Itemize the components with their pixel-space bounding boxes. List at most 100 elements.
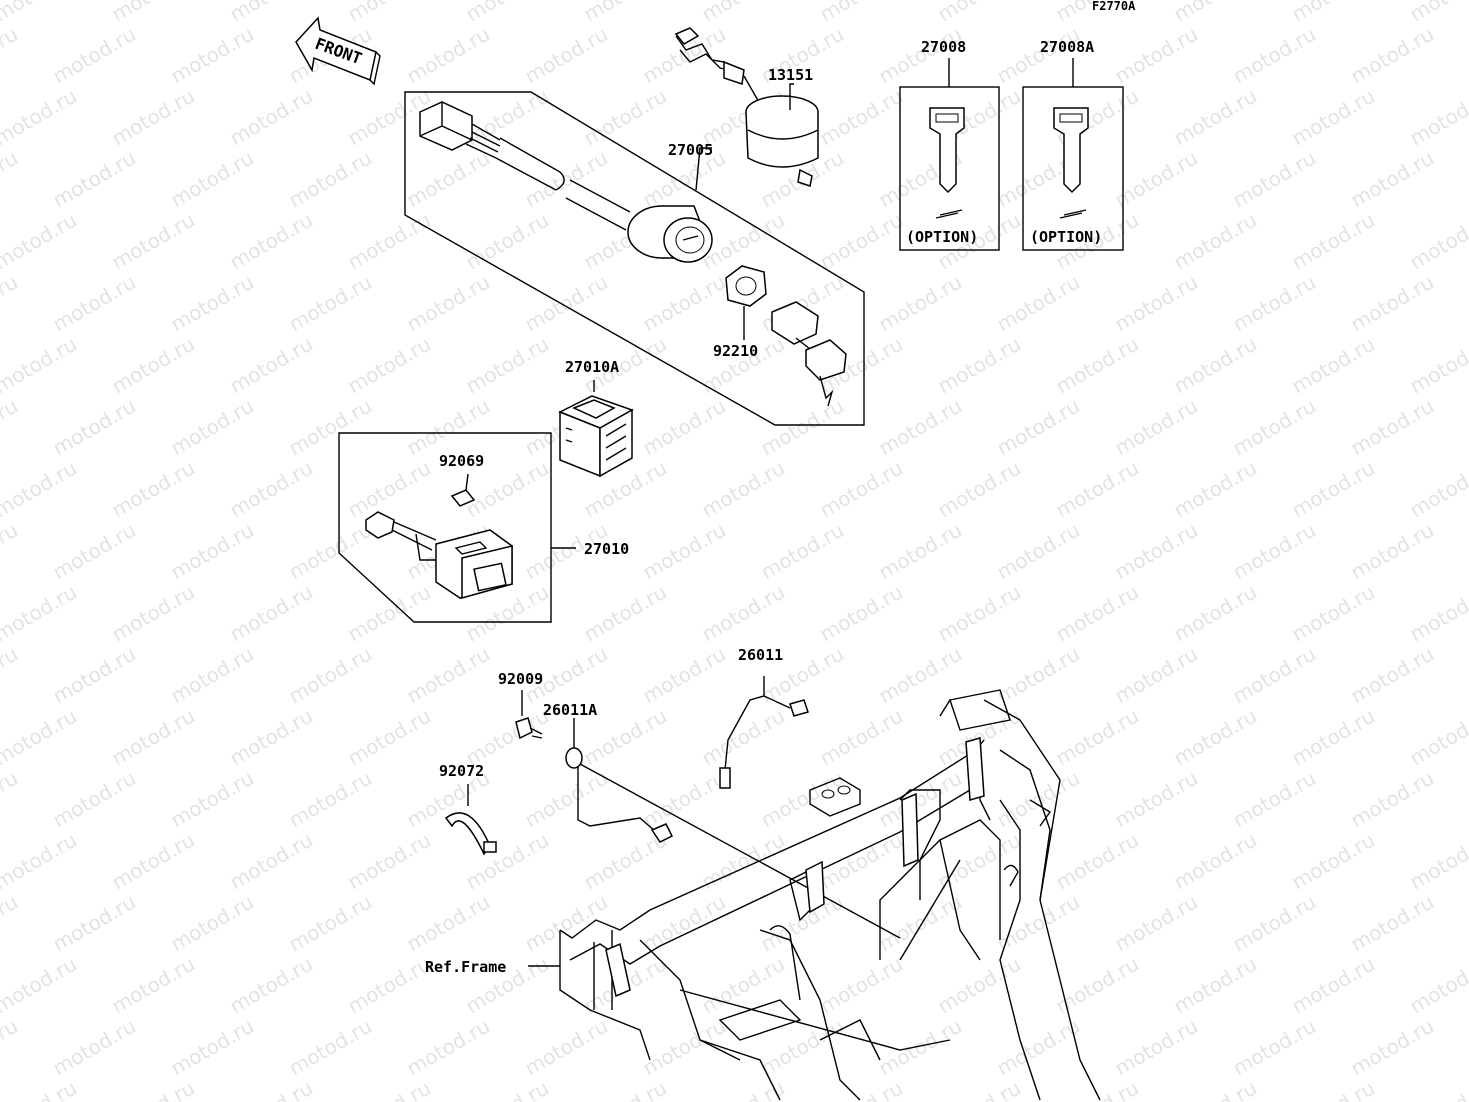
watermark-text: motod.ru: [1170, 580, 1261, 647]
watermark-text: motod.ru: [1406, 828, 1469, 895]
watermark-text: motod.ru: [816, 208, 907, 275]
watermark-text: motod.ru: [1229, 1014, 1320, 1081]
watermark-text: motod.ru: [993, 394, 1084, 461]
watermark-text: motod.ru: [1111, 1014, 1202, 1081]
watermark-text: motod.ru: [167, 518, 258, 585]
watermark-text: motod.ru: [1288, 0, 1379, 26]
watermark-text: motod.ru: [344, 580, 435, 647]
frame-assembly: [444, 676, 1101, 1101]
part-label-13151: 13151: [768, 66, 813, 84]
watermark-text: motod.ru: [403, 1014, 494, 1081]
watermark-text: motod.ru: [1170, 828, 1261, 895]
watermark-text: motod.ru: [639, 1014, 730, 1081]
watermark-text: motod.ru: [816, 580, 907, 647]
watermark-text: motod.ru: [1052, 456, 1143, 523]
watermark-text: motod.ru: [993, 518, 1084, 585]
watermark-text: motod.ru: [0, 394, 22, 461]
watermark-text: motod.ru: [875, 394, 966, 461]
watermark-text: motod.ru: [816, 952, 907, 1019]
watermark-text: motod.ru: [816, 0, 907, 26]
watermark-text: motod.ru: [344, 456, 435, 523]
watermark-text: motod.ru: [757, 890, 848, 957]
watermark-text: motod.ru: [875, 766, 966, 833]
watermark-text: motod.ru: [521, 1014, 612, 1081]
watermark-text: motod.ru: [580, 84, 671, 151]
watermark-text: motod.ru: [1347, 270, 1438, 337]
watermark-text: motod.ru: [49, 1014, 140, 1081]
watermark-text: motod.ru: [226, 828, 317, 895]
watermark-text: motod.ru: [0, 456, 81, 523]
watermark-text: motod.ru: [1111, 394, 1202, 461]
watermark-text: motod.ru: [1406, 456, 1469, 523]
watermark-text: motod.ru: [0, 208, 81, 275]
watermark-text: motod.ru: [285, 1014, 376, 1081]
watermark-text: motod.ru: [285, 642, 376, 709]
watermark-text: motod.ru: [1288, 332, 1379, 399]
watermark-text: motod.ru: [285, 146, 376, 213]
watermark-text: motod.ru: [167, 22, 258, 89]
watermark-text: motod.ru: [934, 952, 1025, 1019]
watermark-text: motod.ru: [1347, 766, 1438, 833]
switch-group-27010: [338, 432, 576, 623]
watermark-text: motod.ru: [108, 952, 199, 1019]
option-label-27008: (OPTION): [906, 228, 978, 246]
watermark-text: motod.ru: [1465, 22, 1469, 89]
watermark-text: motod.ru: [934, 332, 1025, 399]
watermark-text: motod.ru: [0, 84, 81, 151]
watermark-text: motod.ru: [226, 1076, 317, 1102]
watermark-text: motod.ru: [1465, 146, 1469, 213]
watermark-text: motod.ru: [1229, 394, 1320, 461]
watermark-text: motod.ru: [226, 0, 317, 26]
watermark-text: motod.ru: [226, 952, 317, 1019]
watermark-text: motod.ru: [521, 270, 612, 337]
watermark-text: motod.ru: [1288, 456, 1379, 523]
watermark-text: motod.ru: [226, 84, 317, 151]
rocker-switch-27010a: [558, 380, 634, 478]
watermark-text: motod.ru: [580, 580, 671, 647]
watermark-text: motod.ru: [226, 332, 317, 399]
watermark-text: motod.ru: [108, 456, 199, 523]
watermark-text: motod.ru: [639, 270, 730, 337]
watermark-text: motod.ru: [462, 0, 553, 26]
watermark-text: motod.ru: [875, 518, 966, 585]
watermark-text: motod.ru: [344, 828, 435, 895]
watermark-text: motod.ru: [521, 890, 612, 957]
watermark-text: motod.ru: [1406, 332, 1469, 399]
watermark-text: motod.ru: [108, 332, 199, 399]
watermark-text: motod.ru: [1288, 84, 1379, 151]
ignition-switch-group: [404, 91, 865, 426]
watermark-text: motod.ru: [1170, 704, 1261, 771]
watermark-text: motod.ru: [521, 22, 612, 89]
watermark-text: motod.ru: [1170, 456, 1261, 523]
watermark-text: motod.ru: [1111, 518, 1202, 585]
watermark-text: motod.ru: [167, 890, 258, 957]
watermark-text: motod.ru: [698, 580, 789, 647]
watermark-text: motod.ru: [1111, 890, 1202, 957]
watermark-text: motod.ru: [1229, 270, 1320, 337]
watermark-text: motod.ru: [1465, 270, 1469, 337]
watermark-text: motod.ru: [462, 1076, 553, 1102]
watermark-text: motod.ru: [0, 146, 22, 213]
watermark-text: motod.ru: [580, 1076, 671, 1102]
watermark-text: motod.ru: [167, 146, 258, 213]
watermark-text: motod.ru: [49, 270, 140, 337]
watermark-text: motod.ru: [0, 518, 22, 585]
watermark-text: motod.ru: [1347, 22, 1438, 89]
watermark-text: motod.ru: [1170, 84, 1261, 151]
watermark-text: motod.ru: [167, 766, 258, 833]
watermark-text: motod.ru: [1347, 642, 1438, 709]
watermark-text: motod.ru: [108, 580, 199, 647]
watermark-text: motod.ru: [49, 22, 140, 89]
watermark-text: motod.ru: [1406, 580, 1469, 647]
watermark-text: motod.ru: [0, 766, 22, 833]
watermark-text: motod.ru: [639, 642, 730, 709]
key-blank-27008a: (OPTION): [1022, 58, 1124, 251]
watermark-text: motod.ru: [993, 642, 1084, 709]
watermark-text: motod.ru: [1229, 766, 1320, 833]
watermark-text: motod.ru: [757, 766, 848, 833]
watermark-text: motod.ru: [1052, 952, 1143, 1019]
watermark-text: motod.ru: [1229, 518, 1320, 585]
part-label-27008a: 27008A: [1040, 38, 1094, 56]
